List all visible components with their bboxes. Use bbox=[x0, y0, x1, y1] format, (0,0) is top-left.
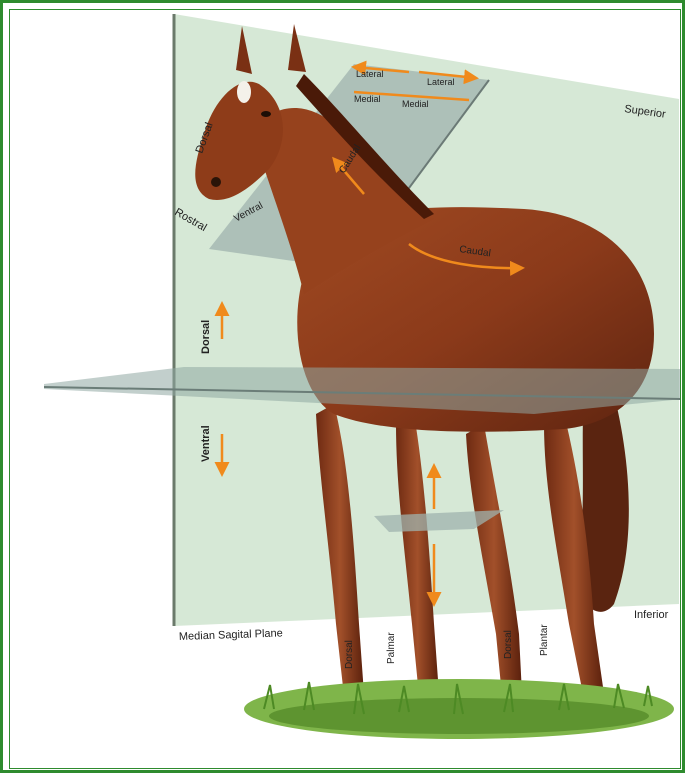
label-ventral-side: Ventral bbox=[200, 425, 212, 462]
label-lateral-right: Lateral bbox=[427, 77, 455, 87]
label-dorsal-leg-hind: Dorsal bbox=[503, 630, 514, 659]
figure-area: Superior Inferior Median Sagital Plane D… bbox=[9, 9, 681, 769]
label-medial-left: Medial bbox=[354, 94, 381, 104]
label-lateral-left: Lateral bbox=[356, 69, 384, 79]
anatomy-diagram: Superior Inferior Median Sagital Plane D… bbox=[10, 10, 681, 769]
label-dorsal-leg-front: Dorsal bbox=[344, 640, 355, 669]
label-palmar: Palmar bbox=[386, 632, 397, 664]
grass bbox=[244, 679, 674, 739]
label-medial-right: Medial bbox=[402, 99, 429, 109]
label-median-sagittal-plane: Median Sagital Plane bbox=[179, 627, 283, 643]
label-dorsal-side: Dorsal bbox=[200, 320, 212, 354]
label-plantar: Plantar bbox=[539, 624, 550, 656]
label-inferior: Inferior bbox=[634, 609, 669, 621]
